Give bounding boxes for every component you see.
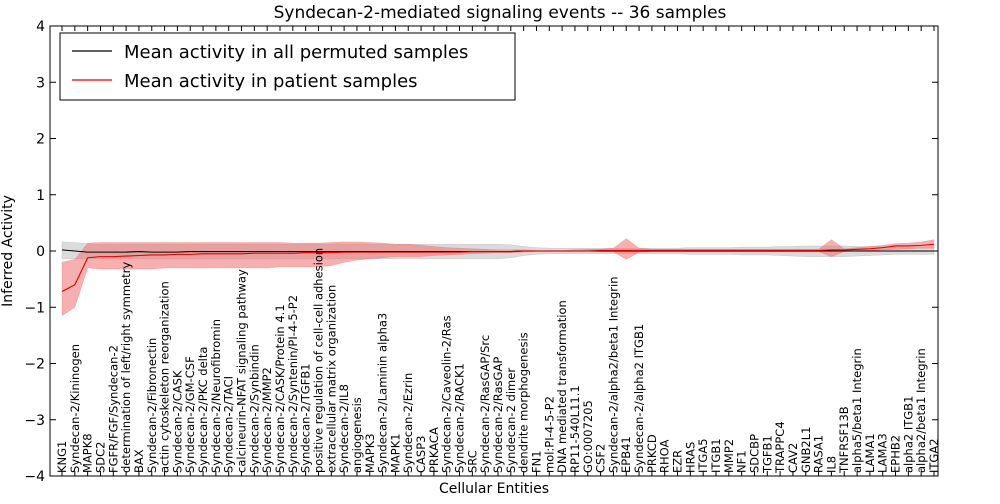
y-tick-label: 3 [36, 75, 45, 91]
x-tick-label: Syndecan-2/CASK/Protein 4.1 [273, 304, 287, 473]
x-tick-label: Syndecan-2/Neurofibromin [209, 319, 223, 473]
x-tick-label: RHOA [658, 440, 672, 473]
x-tick-label: EPHB2 [889, 435, 903, 473]
y-axis-label: Inferred Activity [0, 195, 16, 307]
x-tick-label: SDC2 [93, 441, 107, 473]
y-tick-label: 2 [36, 132, 45, 148]
legend-label-patient: Mean activity in patient samples [124, 71, 418, 92]
y-axis: −4 −3 −2 −1 0 1 2 3 4 [24, 19, 938, 485]
x-tick-label: TGFB1 [760, 435, 774, 474]
x-tick-label: angiogenesis [350, 397, 364, 473]
x-tick-label: MAPK1 [388, 433, 402, 473]
x-tick-label: PRKCD [645, 434, 659, 473]
x-tick-label: mol:PI-4-5-P2 [542, 396, 556, 473]
x-tick-label: CAV2 [786, 443, 800, 473]
x-tick-label: Syndecan-2/IL8 [337, 384, 351, 473]
x-tick-label: extracellular matrix organization [324, 285, 338, 473]
x-tick-label: dendrite morphogenesis [517, 332, 531, 473]
x-tick-label: Syndecan-2/TACI [222, 376, 236, 473]
x-tick-label: Syndecan-2/MMP2 [260, 367, 274, 473]
legend-box [59, 32, 516, 101]
x-tick-label: MMP2 [722, 439, 736, 473]
x-tick-label: actin cytoskeleton reorganization [158, 281, 172, 473]
x-tick-label: KNG1 [55, 441, 69, 473]
x-tick-label: Syndecan-2/Fibronectin [145, 338, 159, 473]
x-tick-label: Syndecan-2/RasGAP/Src [478, 335, 492, 473]
x-tick-label: LAMA1 [863, 433, 877, 473]
x-tick-label: Syndecan-2/Kininogen [68, 344, 82, 473]
x-tick-label: ITGA2 [927, 438, 941, 473]
x-tick-label: Syndecan-2/Caveolin-2/Ras [440, 315, 454, 473]
x-tick-label: LAMA3 [876, 433, 890, 473]
y-tick-label: −3 [24, 413, 45, 429]
x-tick-label: alpha5/beta1 Integrin [850, 348, 864, 473]
x-tick-label: RP11-540L11.1 [568, 385, 582, 473]
x-tick-label: Syndecan-2/Laminin alpha3 [376, 313, 390, 473]
y-tick-label: −2 [24, 357, 45, 373]
x-tick-label: Syndecan-2/PKC delta [196, 347, 210, 473]
x-tick-label: alpha2/beta1 Integrin [914, 348, 928, 473]
y-tick-label: −4 [24, 469, 45, 485]
legend-label-permuted: Mean activity in all permuted samples [124, 42, 468, 63]
x-tick-label: determination of left/right symmetry [119, 262, 133, 473]
x-tick-label: MAPK3 [363, 433, 377, 473]
x-tick-label: Syndecan-2/Syntenin/PI-4-5-P2 [286, 295, 300, 473]
x-tick-label: Syndecan-2/CASK [170, 370, 184, 473]
x-axis-label: Cellular Entities [439, 481, 549, 497]
x-tick-label: ITGA5 [696, 438, 710, 473]
x-tick-label: positive regulation of cell-cell adhesio… [311, 248, 325, 473]
x-tick-label: FGFR/FGF/Syndecan-2 [106, 345, 120, 473]
x-tick-label: Syndecan-2/TGFB1 [299, 363, 313, 473]
y-tick-label: 1 [36, 188, 45, 204]
x-tick-label: Syndecan-2/Ezrin [401, 373, 415, 473]
x-tick-label: MAPK8 [81, 433, 95, 473]
x-tick-label: NF1 [735, 450, 749, 473]
x-tick-label: DNA mediated transformation [555, 300, 569, 473]
x-tick-label: IL8 [824, 456, 838, 473]
x-tick-label: BAX [132, 449, 146, 473]
x-tick-label: RASA1 [812, 435, 826, 473]
confidence-bands [61, 238, 935, 317]
y-tick-label: −1 [24, 300, 45, 316]
legend: Mean activity in all permuted samples Me… [59, 32, 516, 101]
x-tick-label: FN1 [529, 450, 543, 473]
y-tick-label: 4 [36, 19, 45, 35]
x-tick-label: GO:0007205 [581, 400, 595, 473]
x-tick-label: Syndecan-2/RACK1 [453, 363, 467, 473]
x-tick-label: SDCBP [747, 434, 761, 473]
x-tick-label: SRC [465, 450, 479, 473]
series-line-patient [61, 243, 935, 292]
x-tick-label: GNB2L1 [799, 427, 813, 473]
x-tick-label: alpha2 ITGB1 [901, 396, 915, 473]
x-tick-label: calcineurin-NFAT signaling pathway [235, 269, 249, 473]
x-tick-label: Syndecan-2/GM-CSF [183, 356, 197, 473]
series-lines [61, 243, 935, 292]
x-tick-label: Syndecan-2 dimer [504, 368, 518, 473]
x-tick-label: TRAPPC4 [773, 421, 787, 474]
x-tick-label: Syndecan-2/alpha2 ITGB1 [632, 324, 646, 473]
x-tick-label: EZR [671, 450, 685, 473]
chart-title: Syndecan-2-mediated signaling events -- … [274, 3, 727, 23]
y-tick-label: 0 [36, 244, 45, 260]
x-tick-label: Syndecan-2/alpha2/beta1 Integrin [606, 276, 620, 473]
x-tick-label: Syndecan-2/RasGAP [491, 357, 505, 473]
x-tick-label: CSF2 [594, 444, 608, 473]
x-tick-label: CASP3 [414, 436, 428, 473]
x-tick-label: EPB41 [619, 436, 633, 473]
x-tick-label: PRKACA [427, 427, 441, 473]
x-axis: KNG1Syndecan-2/KininogenMAPK8SDC2FGFR/FG… [55, 26, 941, 476]
x-tick-label: Syndecan-2/Synbindin [247, 344, 261, 473]
x-tick-label: ITGB1 [709, 438, 723, 473]
x-tick-label: TNFRSF13B [837, 406, 851, 474]
x-tick-label: HRAS [683, 442, 697, 473]
band-patient [61, 238, 935, 317]
